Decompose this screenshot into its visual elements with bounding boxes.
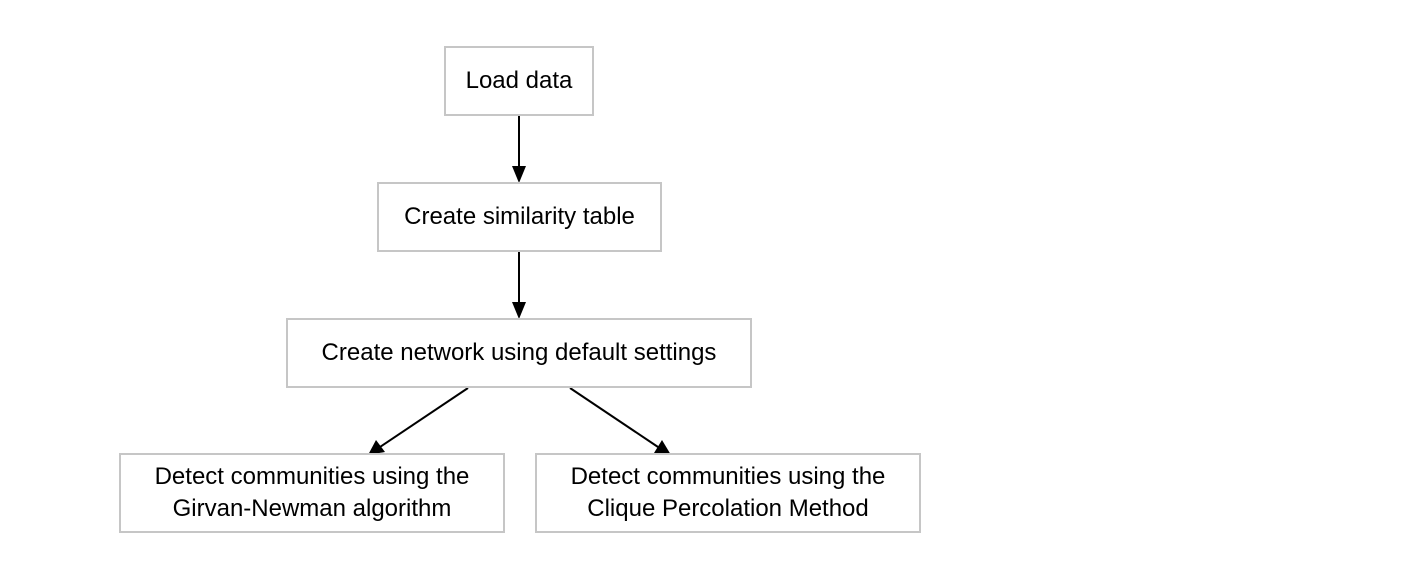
node-create-network: Create network using default settings: [286, 318, 752, 388]
arrowhead-icon: [512, 166, 526, 183]
arrowhead-icon: [368, 440, 385, 455]
node-label: Create similarity table: [404, 203, 635, 230]
node-label: Create network using default settings: [321, 339, 717, 366]
node-label: Load data: [465, 67, 573, 94]
node-label-line-1: Detect communities using the: [154, 463, 470, 490]
edge-similarity-to-network: [512, 252, 526, 319]
edge-load-to-similarity: [512, 116, 526, 183]
node-load-data: Load data: [444, 46, 594, 116]
edge-network-to-girvan-newman: [368, 387, 469, 455]
arrowhead-icon: [512, 302, 526, 319]
edge-network-to-clique-percolation: [569, 387, 671, 455]
node-girvan-newman: Detect communities using the Girvan-Newm…: [119, 453, 505, 533]
node-clique-percolation: Detect communities using the Clique Perc…: [535, 453, 921, 533]
node-label-line-2: Girvan-Newman algorithm: [172, 495, 452, 522]
node-label-line-2: Clique Percolation Method: [587, 495, 869, 522]
arrowhead-icon: [654, 440, 671, 455]
node-create-similarity-table: Create similarity table: [377, 182, 662, 252]
node-label-line-1: Detect communities using the: [570, 463, 886, 490]
